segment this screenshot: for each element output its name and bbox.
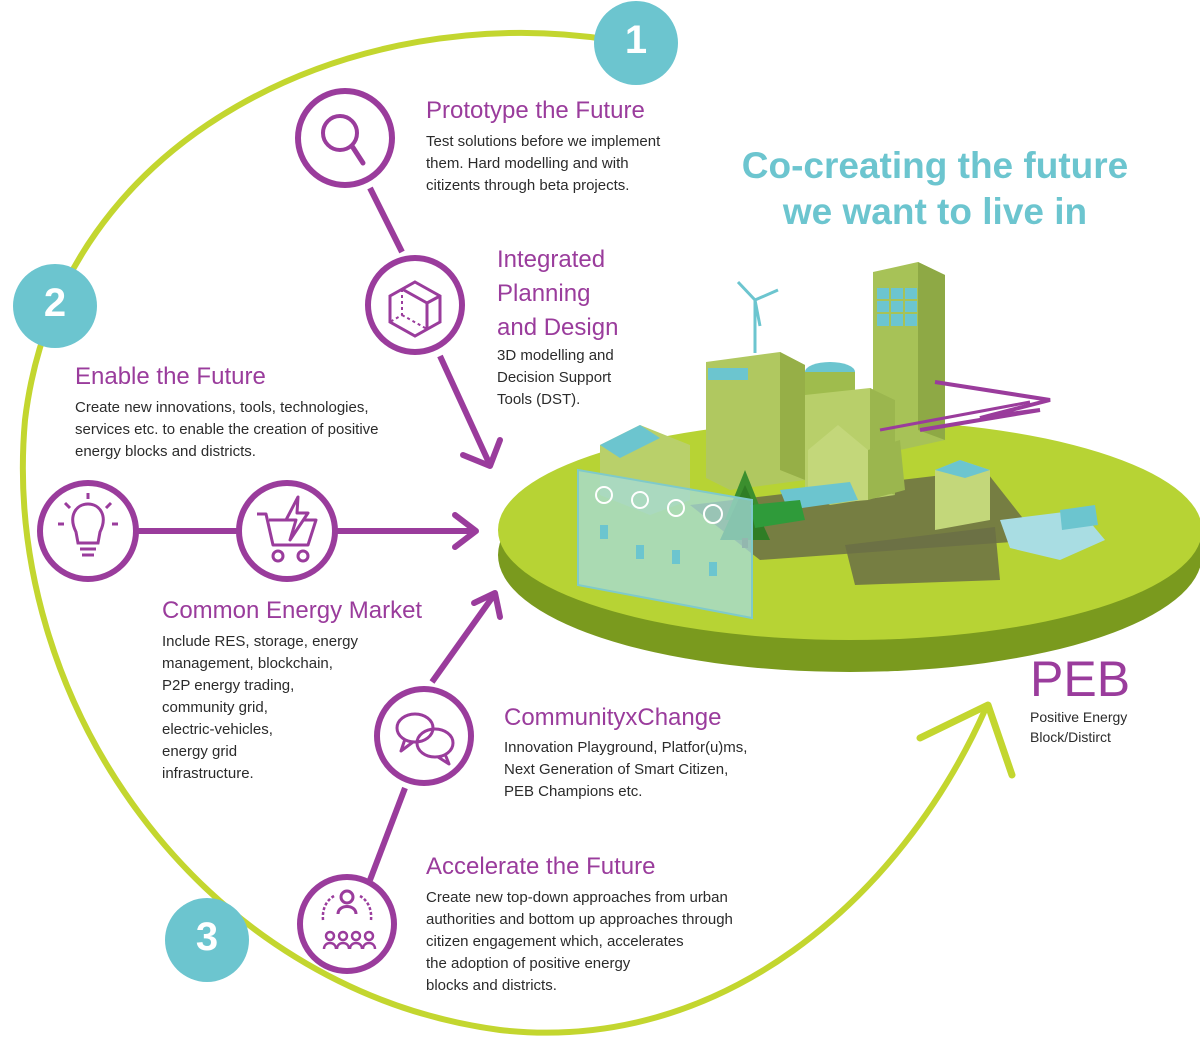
- connector-arrowhead-top: [460, 437, 503, 469]
- main-heading-line-1: Co-creating the future: [741, 145, 1129, 186]
- prototype-text: Test solutions before we implement them.…: [426, 131, 746, 197]
- energy-cart-icon: [236, 480, 338, 582]
- accelerate-line-2: authorities and bottom up approaches thr…: [426, 911, 733, 928]
- peb-line-2: Block/Distirct: [1030, 729, 1111, 745]
- enable-line-1: Create new innovations, tools, technolog…: [75, 399, 369, 416]
- step-2-number: 2: [43, 281, 67, 325]
- house-center: [808, 425, 868, 505]
- community-line-2: Next Generation of Smart Citizen,: [504, 761, 729, 778]
- house-right: [935, 460, 990, 530]
- prototype-title: Prototype the Future: [426, 97, 645, 124]
- screen-icons: [595, 486, 723, 524]
- integrated-title-line-2: Planning: [497, 280, 591, 307]
- integrated-line-1: 3D modelling and: [497, 347, 614, 364]
- integrated-title: Integrated Planning and Design: [497, 243, 618, 345]
- accelerate-line-4: the adoption of positive energy: [426, 955, 631, 972]
- market-line-1: Include RES, storage, energy: [162, 633, 358, 650]
- accelerate-line-1: Create new top-down approaches from urba…: [426, 889, 728, 906]
- market-title: Common Energy Market: [162, 597, 423, 624]
- step-1-badge: [594, 1, 678, 85]
- magnifier-icon: [295, 88, 395, 188]
- city-illustration: [498, 262, 1200, 672]
- lightbulb-icon: [37, 480, 139, 582]
- prototype-line-3: citizents through beta projects.: [426, 177, 630, 194]
- peb-title: PEB: [1030, 651, 1131, 707]
- market-line-5: electric-vehicles,: [162, 721, 273, 738]
- connector-prototype-integrated: [367, 186, 405, 254]
- peb-text: Positive Energy Block/Distirct: [1030, 707, 1190, 747]
- main-heading: Co-creating the future we want to live i…: [705, 143, 1165, 235]
- cycle-arc: [19, 30, 988, 1036]
- prototype-line-2: them. Hard modelling and with: [426, 155, 629, 172]
- step-3-badge: [165, 898, 249, 982]
- peb-line-1: Positive Energy: [1030, 709, 1128, 725]
- integrated-text: 3D modelling and Decision Support Tools …: [497, 345, 697, 411]
- enable-line-3: energy blocks and districts.: [75, 443, 256, 460]
- accelerate-line-5: blocks and districts.: [426, 977, 557, 994]
- accelerate-title: Accelerate the Future: [426, 853, 656, 880]
- integrated-line-2: Decision Support: [497, 369, 612, 386]
- screen-bars: [600, 525, 717, 576]
- enable-text: Create new innovations, tools, technolog…: [75, 397, 435, 463]
- step-1-number: 1: [624, 18, 648, 62]
- community-cycle-icon: [297, 874, 397, 974]
- integrated-title-line-3: and Design: [497, 314, 619, 341]
- connector-arrowhead-lower: [471, 590, 503, 620]
- community-line-1: Innovation Playground, Platfor(u)ms,: [504, 739, 748, 756]
- prototype-line-1: Test solutions before we implement: [426, 133, 661, 150]
- cube-icon: [365, 255, 465, 355]
- enable-title: Enable the Future: [75, 363, 266, 390]
- enable-line-2: services etc. to enable the creation of …: [75, 421, 379, 438]
- market-text: Include RES, storage, energy management,…: [162, 631, 402, 785]
- connector-arrowhead-middle: [452, 512, 479, 550]
- accelerate-text: Create new top-down approaches from urba…: [426, 887, 806, 997]
- main-heading-line-2: we want to live in: [782, 191, 1088, 232]
- integrated-line-3: Tools (DST).: [497, 391, 581, 408]
- step-3-number: 3: [195, 915, 219, 959]
- connector-integrated-city: [437, 354, 493, 467]
- connector-accelerate-community: [367, 786, 408, 882]
- cycle-arrowhead: [916, 701, 1016, 779]
- market-line-7: infrastructure.: [162, 765, 254, 782]
- market-line-2: management, blockchain,: [162, 655, 333, 672]
- community-title: CommunityxChange: [504, 704, 722, 731]
- accelerate-line-3: citizen engagement which, accelerates: [426, 933, 684, 950]
- community-text: Innovation Playground, Platfor(u)ms, Nex…: [504, 737, 804, 803]
- step-2-badge: [13, 264, 97, 348]
- connector-community-city: [429, 593, 497, 684]
- chat-bubbles-icon: [374, 686, 474, 786]
- integrated-title-line-1: Integrated: [497, 246, 606, 273]
- market-line-3: P2P energy trading,: [162, 677, 295, 694]
- community-line-3: PEB Champions etc.: [504, 783, 643, 800]
- market-line-6: energy grid: [162, 743, 238, 760]
- market-line-4: community grid,: [162, 699, 268, 716]
